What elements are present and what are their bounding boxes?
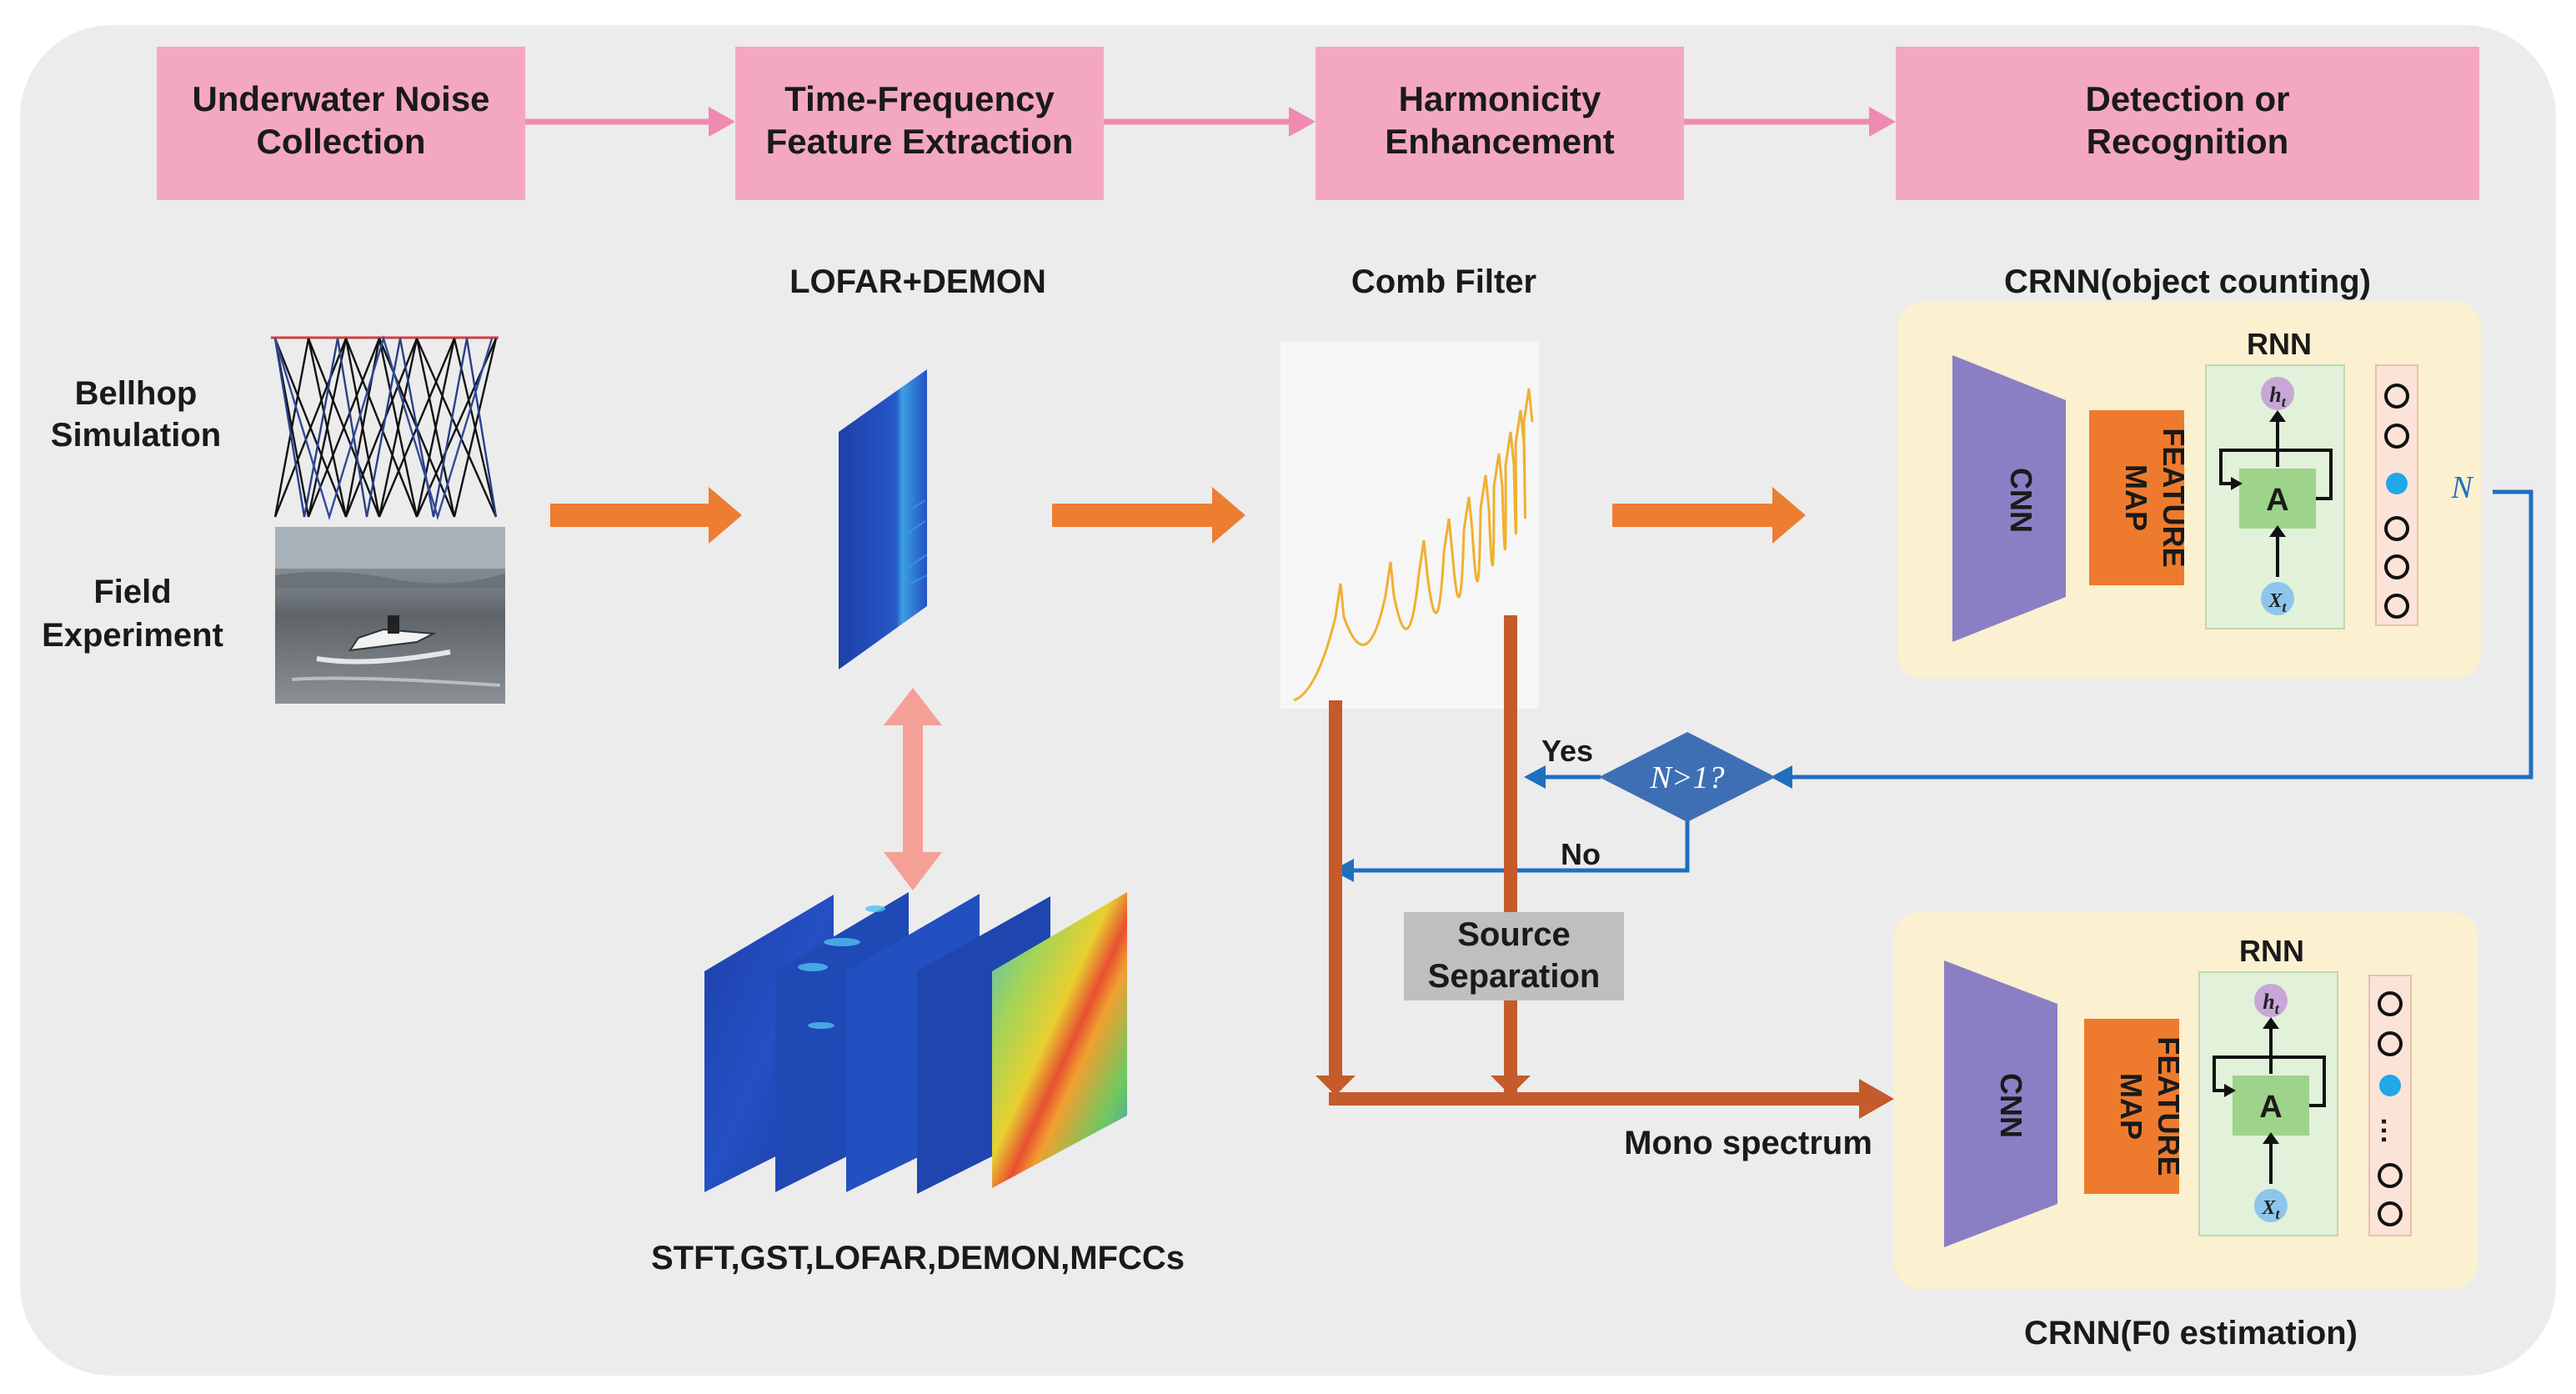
mono-spectrum-label: Mono spectrum xyxy=(1624,1125,1872,1161)
bellhop-label-line-2: Simulation xyxy=(51,417,221,454)
stage-arrow-1 xyxy=(525,107,735,137)
h-subscript-2: t xyxy=(2275,1000,2280,1017)
rnn-label: RNN xyxy=(2247,327,2312,361)
x-node-2 xyxy=(2254,1189,2288,1222)
cnn-label-2: CNN xyxy=(1994,1073,2028,1138)
ellipsis: … xyxy=(2375,1116,2407,1145)
field-label-line-2: Experiment xyxy=(42,617,223,654)
bellhop-label-line-1: Bellhop xyxy=(75,375,198,412)
stage-box-3: Harmonicity Enhancement xyxy=(1316,47,1684,200)
cnn-block-2 xyxy=(1944,960,2057,1247)
stage-arrow-3 xyxy=(1684,107,1896,137)
comb-filter-label: Comb Filter xyxy=(1351,263,1536,300)
comb-filter-plot xyxy=(1280,342,1539,709)
stage-1-line-2: Collection xyxy=(256,122,425,161)
stage-2-line-1: Time-Frequency xyxy=(784,79,1055,118)
x-subscript-2: t xyxy=(2276,1206,2281,1222)
feature-map-2-line-2: MAP xyxy=(2114,1073,2148,1140)
rnn-cell-2 xyxy=(2233,1076,2309,1136)
feature-map-block-2 xyxy=(2084,1019,2179,1194)
feature-map-2-line-1: FEATURE xyxy=(2152,1036,2186,1176)
yes-arrowhead xyxy=(1524,765,1546,789)
svg-text:ht: ht xyxy=(2263,990,2279,1017)
decision-diamond: N>1? xyxy=(1599,732,1776,822)
stage-1-line-1: Underwater Noise xyxy=(192,79,489,118)
svg-text:ht: ht xyxy=(2269,383,2286,410)
feature-map-block xyxy=(2089,410,2184,585)
stage-box-1: Underwater Noise Collection xyxy=(157,47,525,200)
orange-arrow-3 xyxy=(1612,487,1806,544)
feature-map-line-2: MAP xyxy=(2119,464,2153,531)
feedback-arrowhead xyxy=(1771,765,1792,789)
stage-4-line-2: Recognition xyxy=(2087,122,2289,161)
yes-label: Yes xyxy=(1541,734,1593,768)
orange-arrow-1 xyxy=(550,487,742,544)
h-symbol-2: h xyxy=(2263,990,2274,1014)
feedback-lines xyxy=(1352,489,2533,873)
stage-2-line-2: Feature Extraction xyxy=(766,122,1074,161)
x-symbol: X xyxy=(2268,590,2283,612)
orange-arrow-2 xyxy=(1052,487,1245,544)
svg-text:Xt: Xt xyxy=(2268,590,2287,615)
field-label-line-1: Field xyxy=(93,574,171,610)
crnn-counting-panel: CNN FEATURE MAP RNN ht A Xt xyxy=(1897,302,2481,679)
output-vector-2 xyxy=(2368,975,2412,1236)
cell-label-2: A xyxy=(2259,1090,2282,1125)
x-node xyxy=(2261,582,2294,615)
feature-spectrogram-stack xyxy=(704,892,1127,1194)
features-label: STFT,GST,LOFAR,DEMON,MFCCs xyxy=(651,1240,1185,1276)
decision-label: N>1? xyxy=(1650,760,1725,795)
crnn-f0-label: CRNN(F0 estimation) xyxy=(2024,1315,2358,1351)
stage-3-line-2: Enhancement xyxy=(1385,122,1614,161)
rnn-cell xyxy=(2239,469,2316,529)
source-separation-line-1: Source xyxy=(1457,916,1571,953)
double-arrow xyxy=(884,688,942,890)
n-output-label: N xyxy=(2450,470,2474,505)
x-subscript: t xyxy=(2283,599,2288,615)
h-node xyxy=(2261,377,2294,410)
h-symbol: h xyxy=(2269,383,2281,407)
feature-map-line-1: FEATURE xyxy=(2157,428,2191,567)
rnn-label-2: RNN xyxy=(2239,934,2304,968)
stage-3-line-1: Harmonicity xyxy=(1399,79,1601,118)
cell-label: A xyxy=(2266,483,2288,518)
stage-arrow-2 xyxy=(1104,107,1316,137)
stage-box-4: Detection or Recognition xyxy=(1896,47,2479,200)
bellhop-ray-plot xyxy=(271,334,499,521)
svg-text:Xt: Xt xyxy=(2261,1197,2280,1222)
x-symbol-2: X xyxy=(2261,1197,2276,1219)
field-experiment-photo xyxy=(275,527,505,704)
crnn-counting-label: CRNN(object counting) xyxy=(2004,263,2371,300)
source-separation-box: Source Separation xyxy=(1404,912,1624,1000)
lofar-demon-label: LOFAR+DEMON xyxy=(789,263,1046,300)
cnn-block xyxy=(1952,355,2066,642)
crnn-f0-panel: CNN FEATURE MAP RNN ht A Xt … xyxy=(1894,912,2478,1289)
cnn-label: CNN xyxy=(2004,468,2038,533)
output-vector xyxy=(2375,364,2418,626)
source-separation-line-2: Separation xyxy=(1428,958,1601,995)
lofar-demon-spectrogram xyxy=(839,369,928,669)
no-label: No xyxy=(1561,837,1601,871)
stage-4-line-1: Detection or xyxy=(2085,79,2289,118)
h-node-2 xyxy=(2254,984,2288,1017)
no-arrowhead xyxy=(1332,859,1354,882)
stage-box-2: Time-Frequency Feature Extraction xyxy=(735,47,1104,200)
h-subscript: t xyxy=(2282,394,2287,410)
